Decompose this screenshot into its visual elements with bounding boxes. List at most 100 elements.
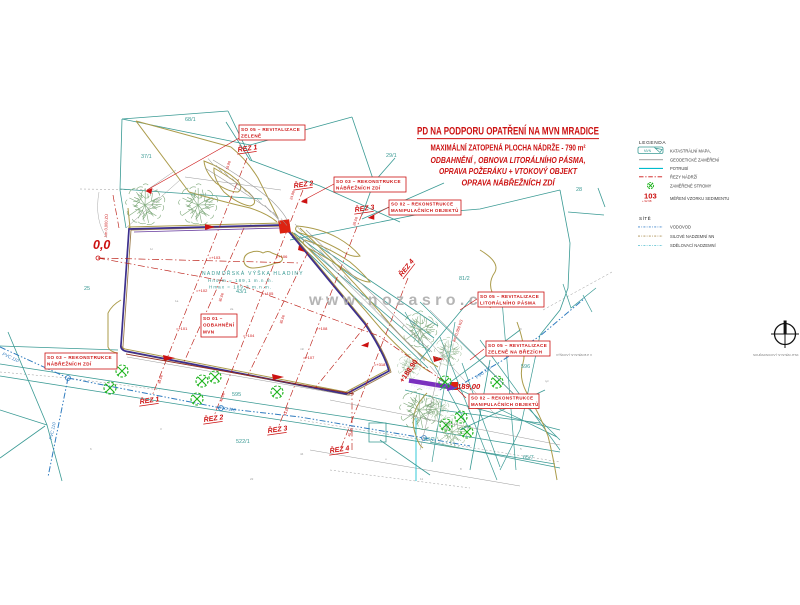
svg-text:7: 7 [470, 297, 472, 301]
svg-text:=+106: =+106 [276, 254, 288, 259]
svg-text:9: 9 [520, 327, 522, 331]
svg-text:OPRAVA NÁBŘEŽNÍCH ZDÍ: OPRAVA NÁBŘEŽNÍCH ZDÍ [462, 178, 557, 187]
svg-text:ŘEZ 4: ŘEZ 4 [329, 443, 350, 455]
svg-text:OPRAVA POŽERÁKU + VTOKOVÝ OBJE: OPRAVA POŽERÁKU + VTOKOVÝ OBJEKT [439, 167, 578, 176]
svg-text:=+105: =+105 [262, 291, 274, 296]
svg-text:=+103: =+103 [209, 255, 221, 260]
svg-text:2a: 2a [230, 307, 234, 311]
svg-text:1c: 1c [150, 247, 154, 251]
svg-text:SO 01 –: SO 01 – [203, 316, 223, 321]
svg-text:43/2: 43/2 [424, 437, 435, 443]
svg-text:PVC 110: PVC 110 [218, 405, 237, 412]
svg-text:43/1: 43/1 [236, 289, 247, 295]
svg-text:k: k [420, 327, 422, 331]
svg-text:SÍTĚ: SÍTĚ [639, 214, 651, 221]
svg-text:ŘEZ 2: ŘEZ 2 [293, 178, 314, 190]
svg-text:km 0,000 ZÚ: km 0,000 ZÚ [103, 214, 109, 237]
svg-text:11: 11 [420, 477, 423, 481]
svg-text:VÝŠKOVÝ SYSTÉM B P V: VÝŠKOVÝ SYSTÉM B P V [556, 352, 592, 357]
svg-text:43,05: 43,05 [283, 407, 290, 417]
svg-text:595: 595 [232, 392, 241, 398]
svg-text:www.nozasro.cz: www.nozasro.cz [308, 292, 494, 309]
svg-text:MVN: MVN [203, 329, 215, 334]
svg-text:ZELENĚ: ZELENĚ [241, 132, 262, 139]
svg-text:PVC-DN 200 - 7 m: PVC-DN 200 - 7 m [411, 384, 441, 393]
svg-text:1a: 1a [175, 299, 179, 303]
svg-text:x: x [250, 222, 252, 226]
svg-text:ZELENĚ NA BŘEZÍCH: ZELENĚ NA BŘEZÍCH [488, 348, 543, 355]
svg-text:=+104: =+104 [243, 333, 255, 338]
svg-text:25: 25 [84, 286, 90, 292]
svg-text:37/1: 37/1 [141, 154, 152, 160]
svg-text:=+318: =+318 [374, 362, 386, 367]
svg-text:MĚŘENÍ VZORKU SEDIMENTU: MĚŘENÍ VZORKU SEDIMENTU [670, 196, 729, 201]
svg-text:68/1: 68/1 [185, 117, 196, 123]
svg-text:POTRUBÍ: POTRUBÍ [670, 166, 689, 171]
svg-text:SO 03 – REKONSTRUKCE: SO 03 – REKONSTRUKCE [336, 179, 401, 184]
svg-text:45,05: 45,05 [347, 428, 354, 438]
svg-text:ŘEZ 2: ŘEZ 2 [203, 412, 224, 424]
svg-text:=+108: =+108 [316, 326, 328, 331]
svg-text:NADMOŘSKÁ VÝŠKA HLADINY: NADMOŘSKÁ VÝŠKA HLADINY [202, 269, 304, 277]
svg-text:ODBAHNĚNÍ , OBNOVA LITORÁLNÍHO: ODBAHNĚNÍ , OBNOVA LITORÁLNÍHO PÁSMA, [431, 156, 586, 165]
svg-text:NÁBŘEŽNÍCH ZDÍ: NÁBŘEŽNÍCH ZDÍ [47, 360, 92, 367]
svg-text:81/2: 81/2 [459, 276, 470, 282]
svg-text:522/1: 522/1 [236, 439, 250, 445]
svg-text:mh: mh [300, 347, 304, 351]
svg-text:4: 4 [365, 297, 367, 301]
svg-text:SOUŘADNICOVÝ SYSTÉM JTSK: SOUŘADNICOVÝ SYSTÉM JTSK [753, 352, 799, 357]
svg-text:LEGENDA: LEGENDA [639, 140, 666, 146]
svg-text:GEODETICKÉ ZAMĚŘENÍ: GEODETICKÉ ZAMĚŘENÍ [670, 158, 720, 163]
svg-text:PVC 110: PVC 110 [48, 421, 57, 440]
svg-text:35,06: 35,06 [279, 315, 286, 325]
svg-text:ŘEZ 1: ŘEZ 1 [139, 394, 160, 406]
svg-text:65/7: 65/7 [523, 455, 534, 461]
svg-text:MAXIMÁLNÍ ZATOPENÁ PLOCHA NÁD: MAXIMÁLNÍ ZATOPENÁ PLOCHA NÁDRŽE - 790 m… [431, 143, 586, 152]
svg-text:p: p [350, 427, 352, 431]
svg-text:SO 02 – REKONSTRUKCE: SO 02 – REKONSTRUKCE [471, 396, 533, 401]
svg-text:PD NA PODPORU OPATŘENÍ NA MVN: PD NA PODPORU OPATŘENÍ NA MVN MRADICE [417, 125, 599, 138]
svg-text:ŘEZ 3: ŘEZ 3 [267, 423, 288, 435]
svg-text:6: 6 [90, 447, 92, 451]
svg-text:103: 103 [644, 192, 657, 201]
svg-text:29,08: 29,08 [352, 217, 359, 227]
svg-text:SDĚLOVACÍ NADZEMNÍ: SDĚLOVACÍ NADZEMNÍ [670, 243, 717, 248]
svg-text:=+102: =+102 [196, 288, 208, 293]
svg-text:ŘEZ 1: ŘEZ 1 [237, 142, 258, 154]
svg-text:5: 5 [520, 447, 522, 451]
svg-text:Hnorm = 189,1 m.n.m.: Hnorm = 189,1 m.n.m. [208, 278, 274, 283]
svg-text:tyc: tyc [545, 379, 549, 383]
svg-text:44: 44 [300, 452, 304, 456]
svg-text:SO 03 – REKONSTRUKCE: SO 03 – REKONSTRUKCE [47, 355, 112, 360]
svg-text:q: q [430, 357, 432, 361]
svg-text:+ 92 98: + 92 98 [642, 199, 652, 203]
svg-text:=+107: =+107 [303, 355, 315, 360]
svg-text:LITORÁLNÍHO PÁSMA: LITORÁLNÍHO PÁSMA [480, 299, 536, 306]
svg-text:24,88: 24,88 [289, 191, 296, 201]
svg-text:28: 28 [576, 187, 582, 193]
svg-text:ŘEZY NÁDRŽÍ: ŘEZY NÁDRŽÍ [670, 175, 698, 180]
svg-text:VODOVOD: VODOVOD [670, 225, 691, 230]
svg-text:SO 05 – REVITALIZACE: SO 05 – REVITALIZACE [488, 343, 547, 348]
svg-text:38,06: 38,06 [157, 375, 164, 385]
svg-text:ZAMĚŘENÉ STROMY: ZAMĚŘENÉ STROMY [670, 183, 712, 188]
svg-text:SO 05 – REVITALIZACE: SO 05 – REVITALIZACE [241, 127, 300, 132]
svg-text:MANIPULAČNÍCH OBJEKTŮ: MANIPULAČNÍCH OBJEKTŮ [391, 208, 459, 213]
svg-text:t: t [330, 247, 331, 251]
svg-text:3: 3 [160, 427, 162, 431]
svg-text:ŘEZ 3: ŘEZ 3 [354, 202, 375, 214]
svg-text:596: 596 [521, 364, 530, 370]
svg-text:KATASTRÁLNÍ MAPA,: KATASTRÁLNÍ MAPA, [670, 148, 711, 153]
svg-text:1b: 1b [320, 297, 324, 301]
svg-text:22: 22 [250, 477, 254, 481]
svg-text:=+101: =+101 [176, 326, 188, 331]
svg-text:MVN: MVN [644, 149, 652, 153]
svg-text:29/1: 29/1 [386, 153, 397, 159]
svg-text:MANIPULAČNÍCH OBJEKTŮ: MANIPULAČNÍCH OBJEKTŮ [471, 402, 539, 407]
svg-text:18,98: 18,98 [225, 161, 232, 171]
svg-text:0,0: 0,0 [93, 238, 110, 252]
svg-text:NÁBŘEŽNÍCH ZDÍ: NÁBŘEŽNÍCH ZDÍ [336, 184, 381, 191]
svg-text:u: u [385, 457, 387, 461]
svg-text:30,06: 30,06 [218, 293, 225, 303]
svg-text:SO 05 – REVITALIZACE: SO 05 – REVITALIZACE [480, 294, 539, 299]
